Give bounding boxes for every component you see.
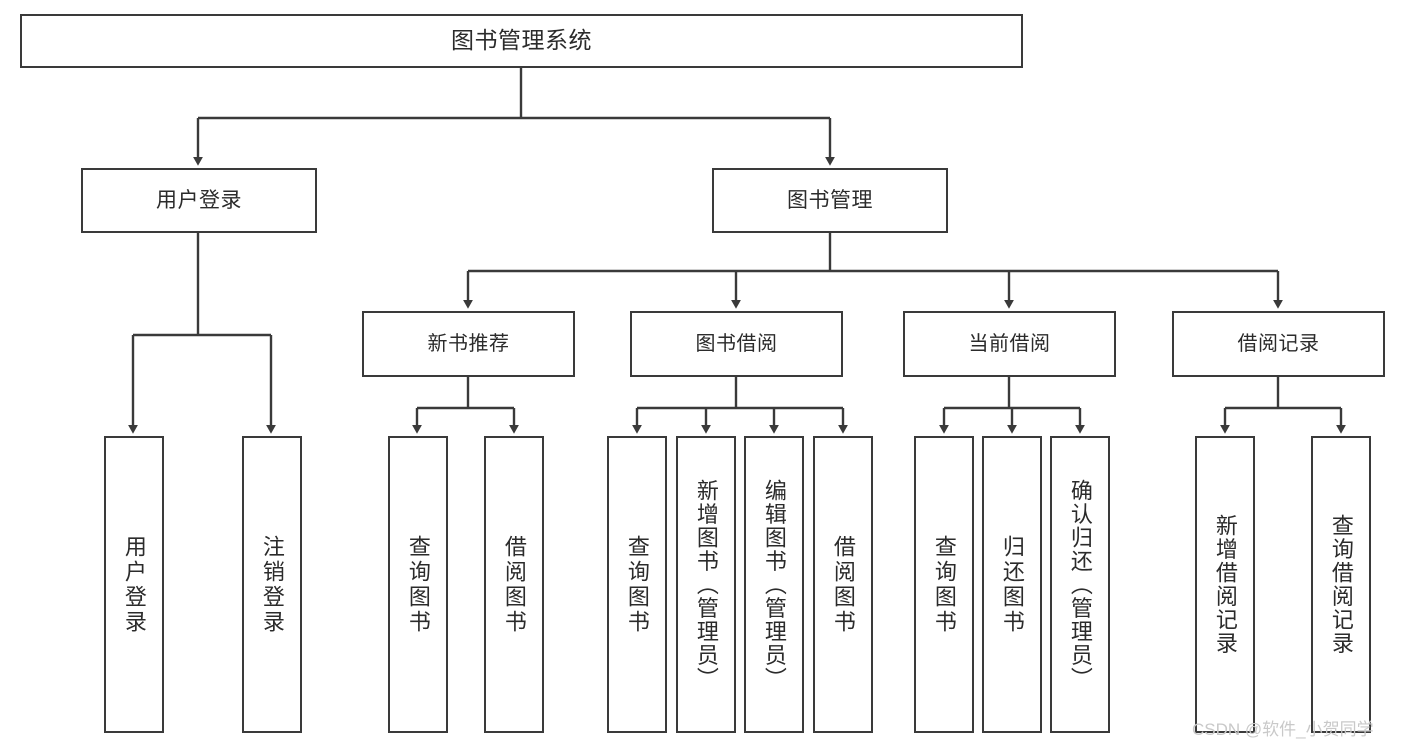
node-leaf-query-record[interactable]: 查询借阅记录: [1311, 436, 1371, 733]
node-user-login-label: 用户登录: [156, 188, 242, 212]
node-leaf-edit-book-label: 编辑图书（管理员）: [761, 478, 787, 691]
node-book-borrow-label: 图书借阅: [695, 332, 778, 355]
node-leaf-borrow-book-2-label: 借阅图书: [830, 534, 856, 635]
node-book-management[interactable]: 图书管理: [712, 168, 948, 233]
node-borrow-record[interactable]: 借阅记录: [1172, 311, 1385, 377]
node-leaf-add-record-label: 新增借阅记录: [1212, 514, 1238, 655]
node-leaf-query-book-2-label: 查询图书: [624, 534, 650, 635]
node-book-borrow[interactable]: 图书借阅: [630, 311, 843, 377]
node-leaf-add-book[interactable]: 新增图书（管理员）: [676, 436, 736, 733]
node-current-borrow-label: 当前借阅: [968, 332, 1051, 355]
node-user-login[interactable]: 用户登录: [81, 168, 317, 233]
node-current-borrow[interactable]: 当前借阅: [903, 311, 1116, 377]
watermark: CSDN @软件_小贺同学: [1192, 720, 1374, 739]
node-leaf-return-book[interactable]: 归还图书: [982, 436, 1042, 733]
node-leaf-add-record[interactable]: 新增借阅记录: [1195, 436, 1255, 733]
node-book-management-label: 图书管理: [787, 188, 873, 212]
node-new-book-recommend-label: 新书推荐: [427, 332, 510, 355]
node-leaf-user-login-label: 用户登录: [121, 534, 147, 635]
node-leaf-query-record-label: 查询借阅记录: [1328, 514, 1354, 655]
node-leaf-edit-book[interactable]: 编辑图书（管理员）: [744, 436, 804, 733]
node-leaf-user-login[interactable]: 用户登录: [104, 436, 164, 733]
node-leaf-borrow-book-1-label: 借阅图书: [501, 534, 527, 635]
node-leaf-confirm-return[interactable]: 确认归还（管理员）: [1050, 436, 1110, 733]
node-leaf-add-book-label: 新增图书（管理员）: [693, 478, 719, 691]
node-leaf-return-book-label: 归还图书: [999, 534, 1025, 635]
node-leaf-logout-label: 注销登录: [259, 534, 285, 635]
node-leaf-query-book-1[interactable]: 查询图书: [388, 436, 448, 733]
node-leaf-query-book-2[interactable]: 查询图书: [607, 436, 667, 733]
node-leaf-query-book-1-label: 查询图书: [405, 534, 431, 635]
node-leaf-query-book-3[interactable]: 查询图书: [914, 436, 974, 733]
node-root[interactable]: 图书管理系统: [20, 14, 1023, 68]
node-leaf-logout[interactable]: 注销登录: [242, 436, 302, 733]
node-leaf-borrow-book-1[interactable]: 借阅图书: [484, 436, 544, 733]
node-root-label: 图书管理系统: [451, 27, 592, 54]
node-leaf-confirm-return-label: 确认归还（管理员）: [1067, 478, 1093, 691]
node-leaf-borrow-book-2[interactable]: 借阅图书: [813, 436, 873, 733]
node-borrow-record-label: 借阅记录: [1237, 332, 1320, 355]
node-new-book-recommend[interactable]: 新书推荐: [362, 311, 575, 377]
node-leaf-query-book-3-label: 查询图书: [931, 534, 957, 635]
